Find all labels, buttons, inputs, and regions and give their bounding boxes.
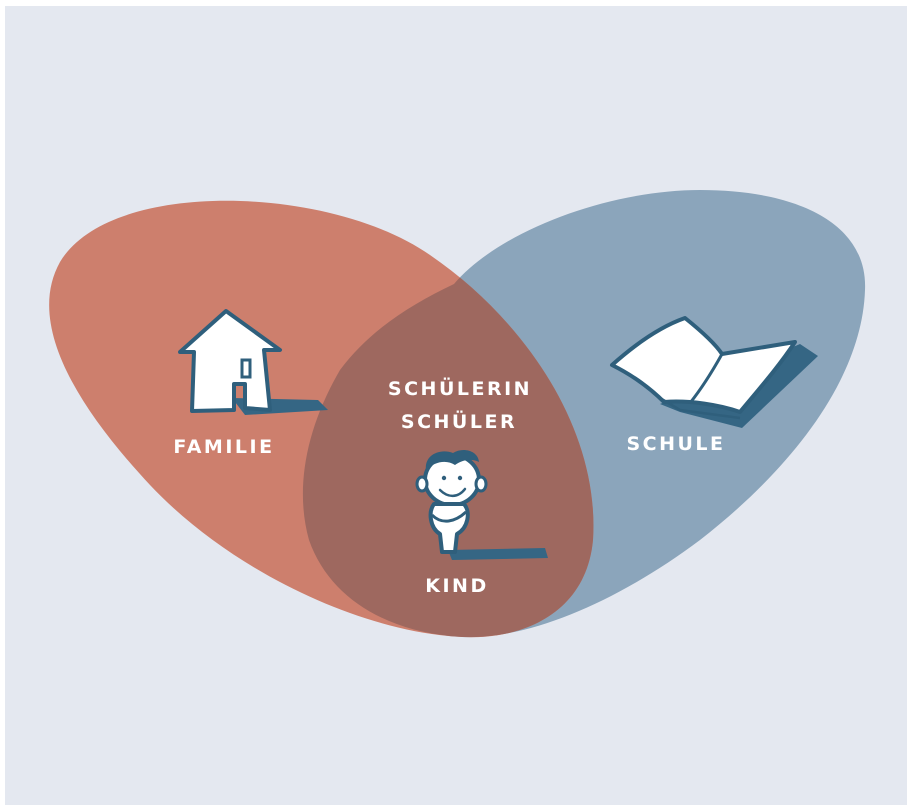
house-icon	[178, 309, 328, 415]
kind-label: KIND	[425, 575, 488, 597]
open-book-icon	[610, 316, 818, 428]
schule-label: SCHULE	[626, 433, 725, 455]
schueler-label: SCHÜLER	[401, 409, 517, 433]
schuelerin-label: SCHÜLERIN	[388, 376, 532, 400]
familie-label: FAMILIE	[173, 436, 274, 458]
child-icon	[415, 450, 548, 560]
